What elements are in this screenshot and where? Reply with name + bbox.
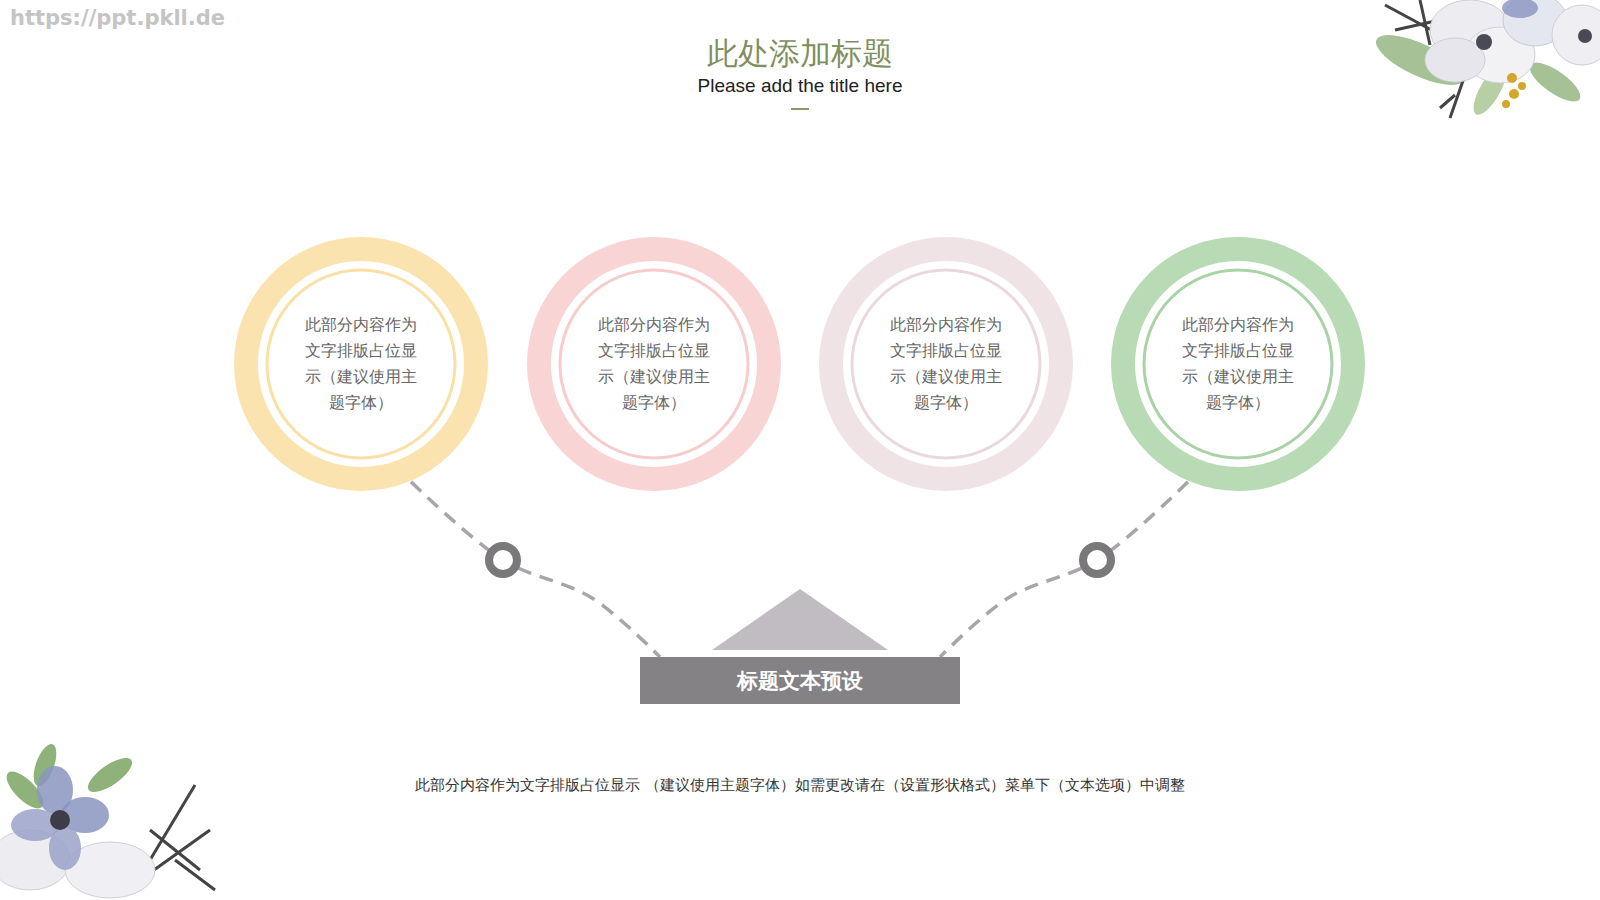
- circle-node: 此部分内容作为 文字排版占位显 示（建议使用主 题字体）: [818, 236, 1074, 492]
- title-underline: [791, 108, 809, 110]
- circle-text: 此部分内容作为 文字排版占位显 示（建议使用主 题字体）: [1174, 312, 1302, 416]
- circle-node: 此部分内容作为 文字排版占位显 示（建议使用主 题字体）: [233, 236, 489, 492]
- box-text: 标题文本预设: [737, 667, 863, 695]
- ring-dot: [489, 546, 517, 574]
- title: 此处添加标题: [0, 33, 1600, 73]
- pointer-triangle: [712, 589, 888, 650]
- circle-text: 此部分内容作为 文字排版占位显 示（建议使用主 题字体）: [590, 312, 718, 416]
- flower-top-right: [1370, 0, 1600, 119]
- ring-dot: [1083, 546, 1111, 574]
- circle-outline: [526, 236, 782, 492]
- circle-text: 此部分内容作为 文字排版占位显 示（建议使用主 题字体）: [297, 312, 425, 416]
- circle-node: 此部分内容作为 文字排版占位显 示（建议使用主 题字体）: [526, 236, 782, 492]
- watermark: https://ppt.pkll.de: [10, 6, 225, 30]
- subtitle: Please add the title here: [0, 75, 1600, 97]
- flower-bottom-left: [0, 741, 215, 898]
- circle-node: 此部分内容作为 文字排版占位显 示（建议使用主 题字体）: [1110, 236, 1366, 492]
- title-box: 标题文本预设: [640, 657, 960, 704]
- circle-outline: [1110, 236, 1366, 492]
- dashed-connector: [940, 482, 1188, 657]
- dashed-connector: [411, 482, 660, 657]
- circle-outline: [818, 236, 1074, 492]
- circle-text: 此部分内容作为 文字排版占位显 示（建议使用主 题字体）: [882, 312, 1010, 416]
- circle-outline: [233, 236, 489, 492]
- footnote: 此部分内容作为文字排版占位显示 （建议使用主题字体）如需更改请在（设置形状格式）…: [0, 776, 1600, 795]
